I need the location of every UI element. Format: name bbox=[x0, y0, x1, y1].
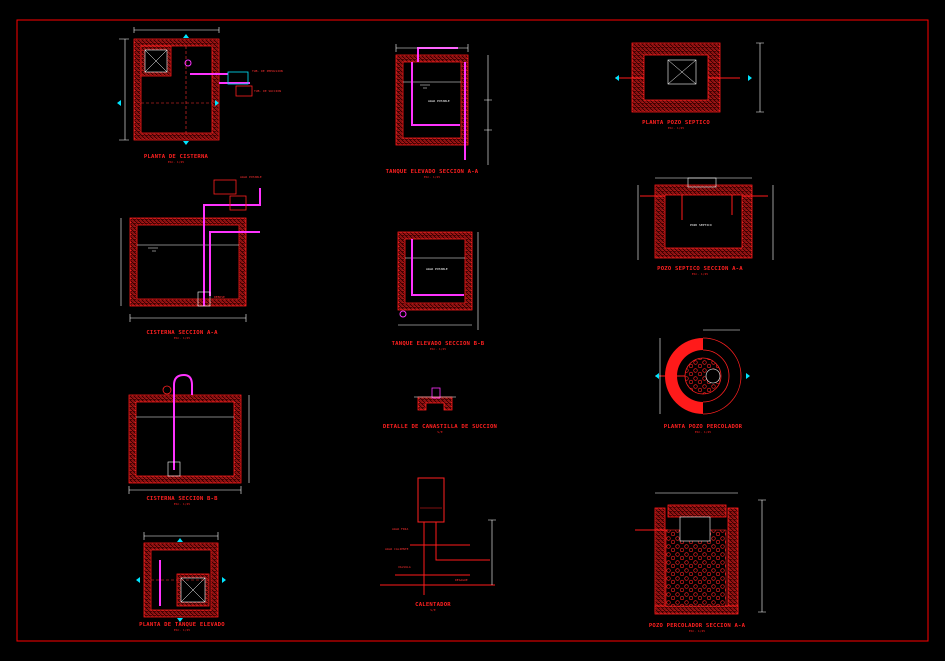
sheet-border bbox=[16, 19, 929, 642]
pozo-percolador-seccion-a: POZO PERCOLADOR SECCION A-A ESC. 1/25 bbox=[635, 492, 766, 633]
tanque-elevado-seccion-b: AGUA POTABLE TANQUE ELEVADO SECCION B-B … bbox=[392, 231, 485, 351]
scale-cisterna-b: ESC. 1/25 bbox=[174, 502, 190, 506]
scale-planta-percolador: ESC. 1/25 bbox=[695, 430, 711, 434]
label-tuberia-succion: TUB. DE SUCCION bbox=[254, 89, 281, 93]
label-pozo-septico: POZO SEPTICO bbox=[690, 223, 712, 227]
scale-calentador: S/E bbox=[430, 608, 436, 612]
planta-pozo-septico: PLANTA POZO SEPTICO ESC. 1/25 bbox=[615, 42, 764, 130]
label-agua-tanque-b: AGUA POTABLE bbox=[426, 267, 448, 271]
label-agua-fria: AGUA FRIA bbox=[392, 527, 408, 531]
title-planta-cisterna: PLANTA DE CISTERNA bbox=[144, 154, 209, 160]
calentador: AGUA FRIA AGUA CALIENTE VALVULA DESAGUE … bbox=[380, 477, 496, 612]
detalle-canastilla: DETALLE DE CANASTILLA DE SUCCION S/E bbox=[383, 387, 498, 434]
cisterna-seccion-b: CISTERNA SECCION B-B ESC. 1/25 bbox=[128, 373, 250, 506]
title-tanque-a: TANQUE ELEVADO SECCION A-A bbox=[386, 169, 479, 175]
label-agua-potable-a: AGUA POTABLE bbox=[240, 175, 262, 179]
scale-septico-a: ESC. 1/25 bbox=[692, 272, 708, 276]
title-planta-septico: PLANTA POZO SEPTICO bbox=[642, 120, 710, 126]
planta-tanque-elevado: PLANTA DE TANQUE ELEVADO ESC. 1/25 bbox=[136, 532, 226, 632]
scale-tanque-a: ESC. 1/25 bbox=[424, 175, 440, 179]
label-rebose: REBOSE bbox=[214, 295, 225, 299]
scale-percolador-a: ESC. 1/25 bbox=[689, 629, 705, 633]
label-agua-caliente: AGUA CALIENTE bbox=[385, 547, 409, 551]
title-calentador: CALENTADOR bbox=[415, 602, 451, 608]
planta-cisterna: TUB. DE IMPULSION TUB. DE SUCCION PLANTA… bbox=[117, 27, 283, 164]
cisterna-seccion-a: AGUA POTABLE REBOSE CISTERNA SECCION A-A… bbox=[120, 175, 262, 340]
title-septico-a: POZO SEPTICO SECCION A-A bbox=[657, 266, 743, 272]
title-planta-percolador: PLANTA POZO PERCOLADOR bbox=[664, 424, 743, 430]
scale-cisterna-a: ESC. 1/25 bbox=[174, 336, 190, 340]
label-desague: DESAGUE bbox=[455, 578, 468, 582]
pozo-septico-seccion-a: POZO SEPTICO POZO SEPTICO SECCION A-A ES… bbox=[637, 177, 774, 276]
label-valvula: VALVULA bbox=[398, 565, 411, 569]
planta-pozo-percolador: PLANTA POZO PERCOLADOR ESC. 1/25 bbox=[655, 329, 750, 434]
scale-planta-cisterna: ESC. 1/25 bbox=[168, 160, 184, 164]
title-planta-tanque: PLANTA DE TANQUE ELEVADO bbox=[139, 622, 225, 628]
title-canastilla: DETALLE DE CANASTILLA DE SUCCION bbox=[383, 424, 498, 430]
tanque-elevado-seccion-a: AGUA POTABLE TANQUE ELEVADO SECCION A-A … bbox=[386, 44, 492, 179]
scale-tanque-b: ESC. 1/25 bbox=[430, 347, 446, 351]
title-percolador-a: POZO PERCOLADOR SECCION A-A bbox=[649, 623, 746, 629]
scale-canastilla: S/E bbox=[437, 430, 443, 434]
scale-planta-septico: ESC. 1/25 bbox=[668, 126, 684, 130]
title-cisterna-b: CISTERNA SECCION B-B bbox=[146, 496, 218, 502]
title-tanque-b: TANQUE ELEVADO SECCION B-B bbox=[392, 341, 485, 347]
label-tuberia-impulsion: TUB. DE IMPULSION bbox=[252, 69, 283, 73]
title-cisterna-a: CISTERNA SECCION A-A bbox=[146, 330, 218, 336]
label-agua-tanque: AGUA POTABLE bbox=[428, 99, 450, 103]
scale-planta-tanque: ESC. 1/25 bbox=[174, 628, 190, 632]
